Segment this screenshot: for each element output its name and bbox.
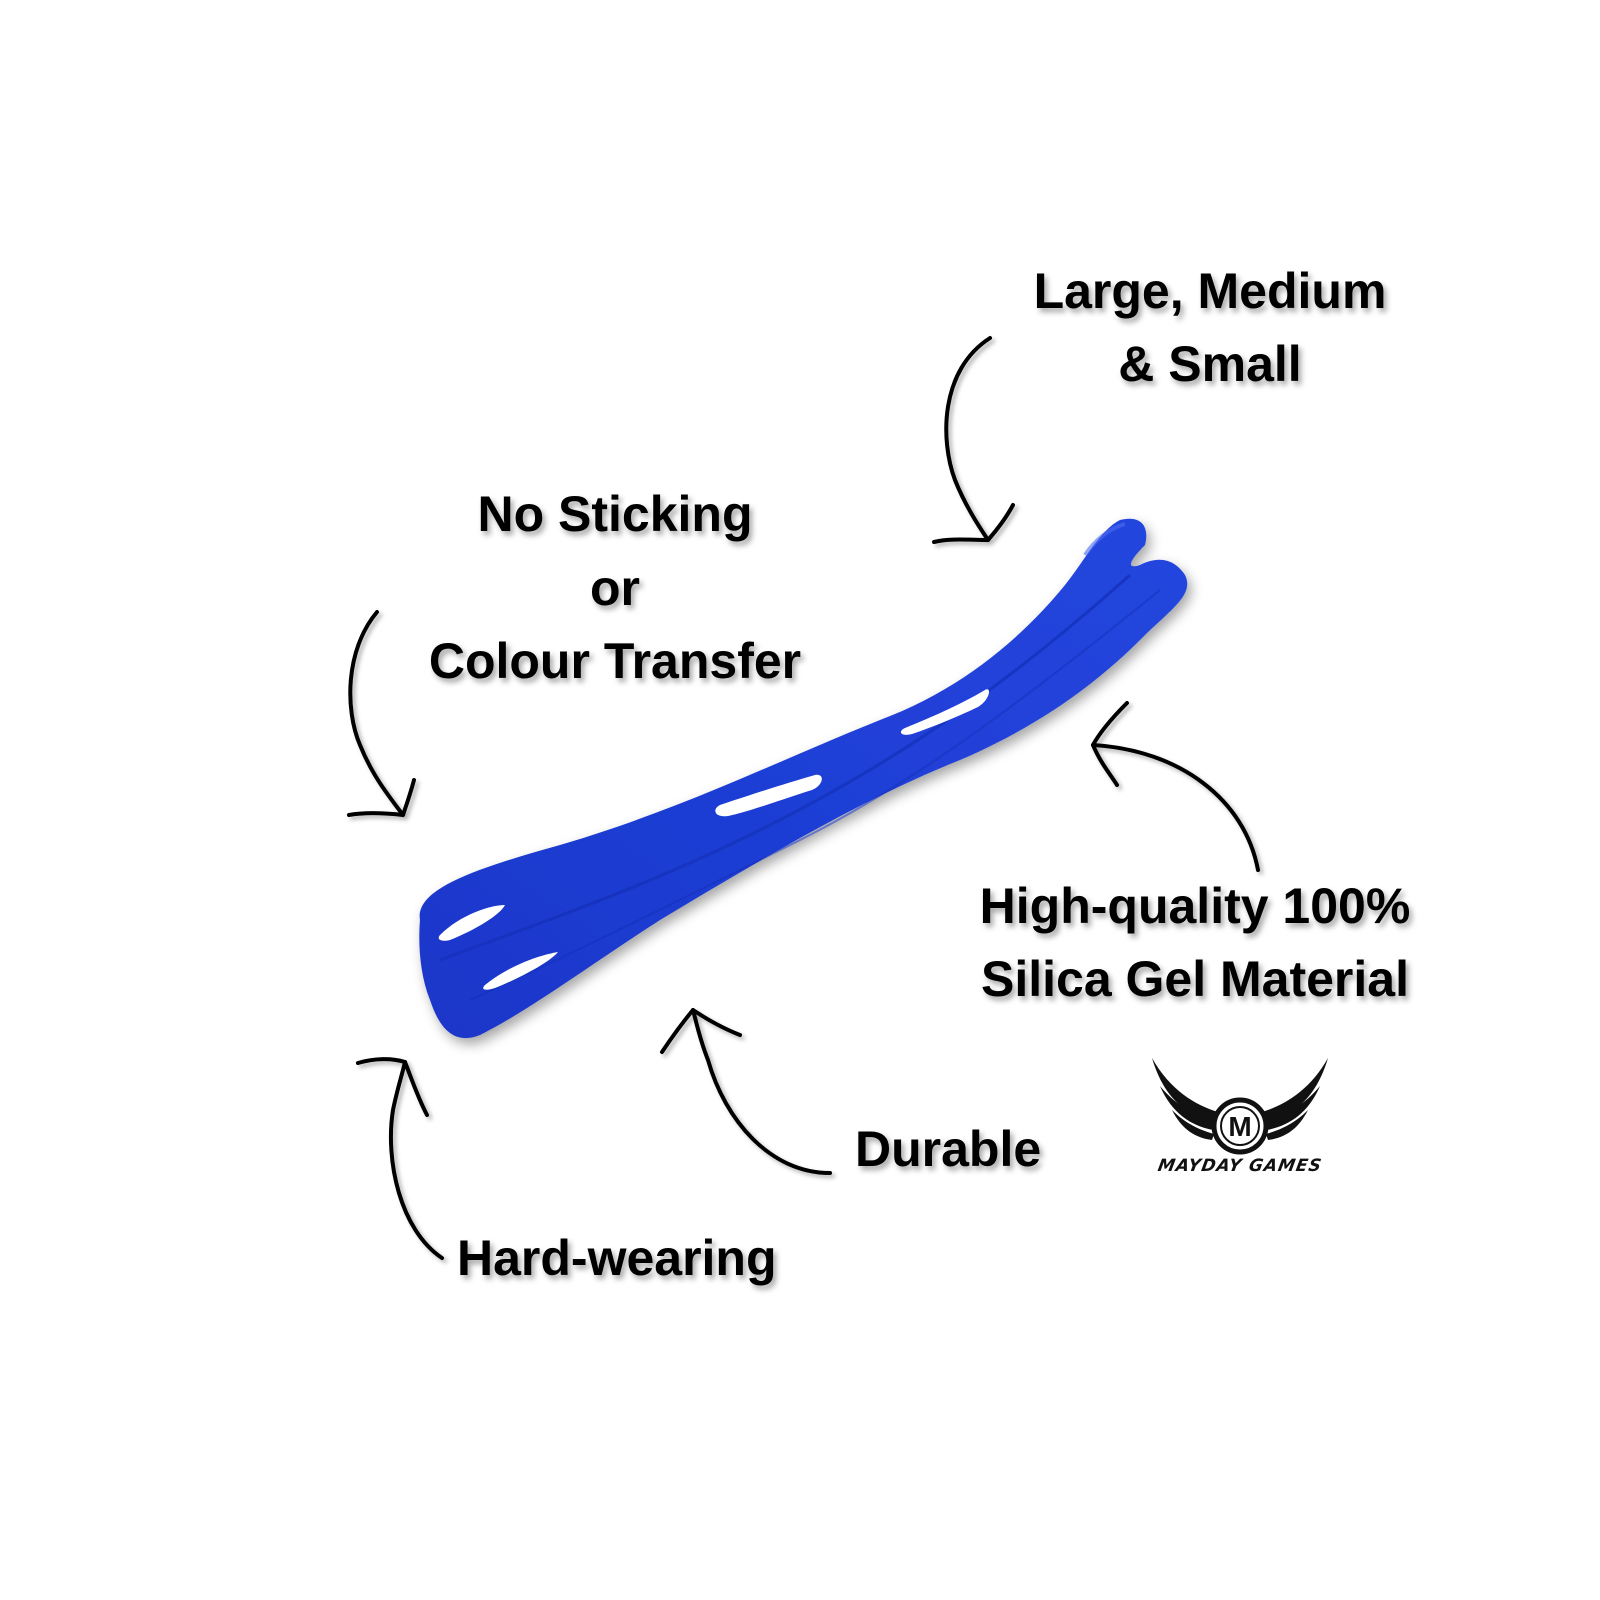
label-sizes-line-2: & Small — [1118, 335, 1302, 392]
left-wing-icon — [1152, 1058, 1218, 1122]
brand-logo: M — [1152, 1058, 1328, 1155]
arrow-hard-wearing-icon — [356, 1057, 444, 1260]
label-no-sticking-line-3: Colour Transfer — [428, 633, 802, 689]
label-no-sticking-line-1: No Sticking — [477, 486, 753, 542]
label-no-sticking: No Sticking or Colour Transfer — [415, 478, 815, 699]
label-material-line-2: Silica Gel Material — [981, 950, 1409, 1007]
logo-circle-icon — [1211, 1097, 1269, 1155]
label-hard-wearing: Hard-wearing — [457, 1230, 777, 1286]
arrow-sizes-icon — [932, 336, 1015, 544]
arrow-material-icon — [1091, 701, 1260, 872]
right-wing-icon — [1262, 1058, 1328, 1122]
label-material: High-quality 100% Silica Gel Material — [955, 870, 1435, 1015]
label-material-line-1: High-quality 100% — [979, 878, 1411, 934]
label-durable: Durable — [855, 1121, 1042, 1177]
arrow-no-sticking-icon — [347, 610, 416, 817]
label-no-sticking-line-2: or — [590, 559, 640, 616]
arrow-durable-icon — [660, 1008, 832, 1175]
label-sizes-line-1: Large, Medium — [1033, 263, 1387, 319]
label-sizes: Large, Medium & Small — [1010, 255, 1410, 400]
silicone-band-image — [419, 518, 1188, 1039]
logo-letter: M — [1228, 1111, 1251, 1142]
brand-name: MAYDAY GAMES — [1156, 1156, 1324, 1176]
